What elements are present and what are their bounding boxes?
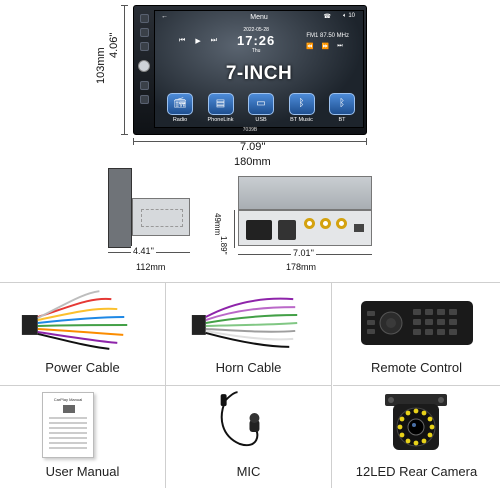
mic-button bbox=[139, 81, 149, 90]
radio-frequency: FM1 87.50 MHz bbox=[306, 33, 349, 39]
clock-time: 17:26 bbox=[237, 33, 276, 48]
screen-size-headline: 7-INCH bbox=[225, 63, 293, 84]
accessory-label: 12LED Rear Camera bbox=[355, 464, 478, 479]
head-unit-screen: ← Menu ☎ 🔈︎ 10 ⏮ ▶ ⏭ 2022-05-28 17:26 Th… bbox=[154, 10, 364, 128]
rear-width-inches-label: 7.01'' bbox=[291, 248, 316, 258]
app-radio: 📻︎ Radio bbox=[163, 93, 197, 123]
accessory-label: MIC bbox=[236, 464, 261, 479]
seek-back-icon: ⏪ bbox=[306, 44, 314, 50]
app-dock: 📻︎ Radio ▤ PhoneLink ▭ USB ᛒ BT Music ᛒ bbox=[163, 93, 359, 123]
app-bt: ᛒ BT bbox=[325, 93, 359, 123]
model-number: 7039B bbox=[242, 127, 258, 133]
rca-jack bbox=[336, 218, 347, 229]
width-mm-label: 180mm bbox=[234, 156, 271, 168]
volume-knob bbox=[138, 60, 150, 72]
accessory-label: Horn Cable bbox=[215, 360, 282, 375]
rear-view-diagram bbox=[238, 176, 372, 248]
accessory-remote-control: Remote Control bbox=[333, 283, 500, 386]
accessory-mic: MIC bbox=[166, 386, 332, 488]
clock-day: Thu bbox=[251, 48, 261, 54]
prev-icon: ⏮ bbox=[179, 37, 186, 44]
head-unit-diagram: 4.06'' 103mm ← Menu ☎ 🔈︎ 10 ⏮ ▶ ⏭ bbox=[0, 0, 500, 170]
rca-jack bbox=[320, 218, 331, 229]
rear-camera-image bbox=[385, 394, 447, 450]
phonelink-icon: ▤ bbox=[207, 93, 234, 115]
bluetooth-icon: ᛒ bbox=[329, 93, 355, 115]
app-label: BT Music bbox=[290, 117, 313, 123]
rear-chassis-top bbox=[238, 176, 372, 210]
iso-connector bbox=[246, 220, 272, 240]
rear-height-mm-label: 49mm bbox=[213, 213, 222, 236]
depth-mm-label: 112mm bbox=[136, 262, 166, 272]
usb-icon: ▭ bbox=[248, 93, 274, 115]
next-icon: ⏭ bbox=[210, 37, 218, 44]
aux-connector bbox=[278, 220, 296, 240]
accessory-power-cable: Power Cable bbox=[0, 283, 166, 386]
back-icon: ← bbox=[161, 13, 168, 20]
chassis-body bbox=[132, 198, 190, 236]
app-label: USB bbox=[255, 117, 267, 123]
accessory-rear-camera: 12LED Rear Camera bbox=[333, 386, 500, 488]
app-usb: ▭ USB bbox=[244, 93, 278, 123]
phone-icon: ☎ bbox=[323, 14, 331, 20]
front-plate bbox=[108, 168, 132, 248]
app-phonelink: ▤ PhoneLink bbox=[204, 93, 238, 123]
horn-cable-image bbox=[191, 297, 298, 348]
height-mm-label: 103mm bbox=[95, 47, 107, 84]
accessory-label: User Manual bbox=[45, 464, 120, 479]
head-unit: ← Menu ☎ 🔈︎ 10 ⏮ ▶ ⏭ 2022-05-28 17:26 Th… bbox=[133, 5, 367, 135]
accessory-label: Power Cable bbox=[45, 360, 120, 375]
home-button bbox=[139, 28, 149, 37]
accessory-user-manual: CarPlay Manual User Manual bbox=[0, 386, 166, 488]
menu-title: Menu bbox=[250, 14, 268, 21]
rear-height-inches-label: 1.89'' bbox=[219, 236, 228, 255]
side-view-diagram bbox=[108, 168, 190, 248]
depth-inches-label: 4.41'' bbox=[131, 246, 156, 256]
height-dimension-line bbox=[121, 5, 128, 135]
bluetooth-icon: ᛒ bbox=[288, 93, 315, 115]
app-label: BT bbox=[338, 117, 346, 123]
radio-widget: FM1 87.50 MHz ⏪ ⏩ ⏭ bbox=[306, 33, 349, 50]
app-label: PhoneLink bbox=[207, 117, 234, 123]
rca-jack bbox=[304, 218, 315, 229]
radio-icon: 📻︎ bbox=[167, 93, 193, 115]
volume-value: 10 bbox=[348, 13, 355, 19]
volume-indicator: 🔈︎ 10 bbox=[343, 13, 355, 19]
app-bt-music: ᛒ BT Music bbox=[285, 93, 319, 123]
play-icon: ▶ bbox=[195, 38, 201, 45]
width-inches-label: 7.09'' bbox=[240, 141, 266, 153]
nav-button bbox=[139, 42, 149, 51]
rear-height-dimension-line bbox=[234, 210, 235, 248]
height-inches-label: 4.06'' bbox=[108, 32, 120, 58]
power-button bbox=[139, 14, 149, 23]
app-label: Radio bbox=[172, 117, 188, 123]
status-bar: ← Menu ☎ 🔈︎ 10 bbox=[155, 11, 363, 24]
seek-forward-icon: ⏩ bbox=[321, 44, 330, 50]
accessory-label: Remote Control bbox=[370, 360, 463, 375]
clock-widget: 2022-05-28 17:26 Thu bbox=[237, 27, 275, 54]
preset-icon: ⏭ bbox=[337, 43, 343, 49]
remote-control-image bbox=[361, 301, 473, 345]
manual-title: CarPlay Manual bbox=[53, 397, 83, 402]
media-controls: ⏮ ▶ ⏭ bbox=[179, 37, 217, 45]
usb-port bbox=[354, 224, 364, 232]
accessory-grid: Power Cable Horn Cable bbox=[0, 282, 500, 488]
width-dimension-line bbox=[133, 138, 367, 145]
reset-button bbox=[139, 95, 149, 104]
accessory-horn-cable: Horn Cable bbox=[166, 283, 332, 386]
clock-date: 2022-05-28 bbox=[243, 27, 269, 33]
power-cable-image bbox=[21, 290, 128, 350]
side-button-panel bbox=[137, 10, 151, 132]
user-manual-image: CarPlay Manual bbox=[42, 392, 94, 458]
rear-width-mm-label: 178mm bbox=[286, 262, 317, 272]
mic-image bbox=[220, 391, 260, 447]
